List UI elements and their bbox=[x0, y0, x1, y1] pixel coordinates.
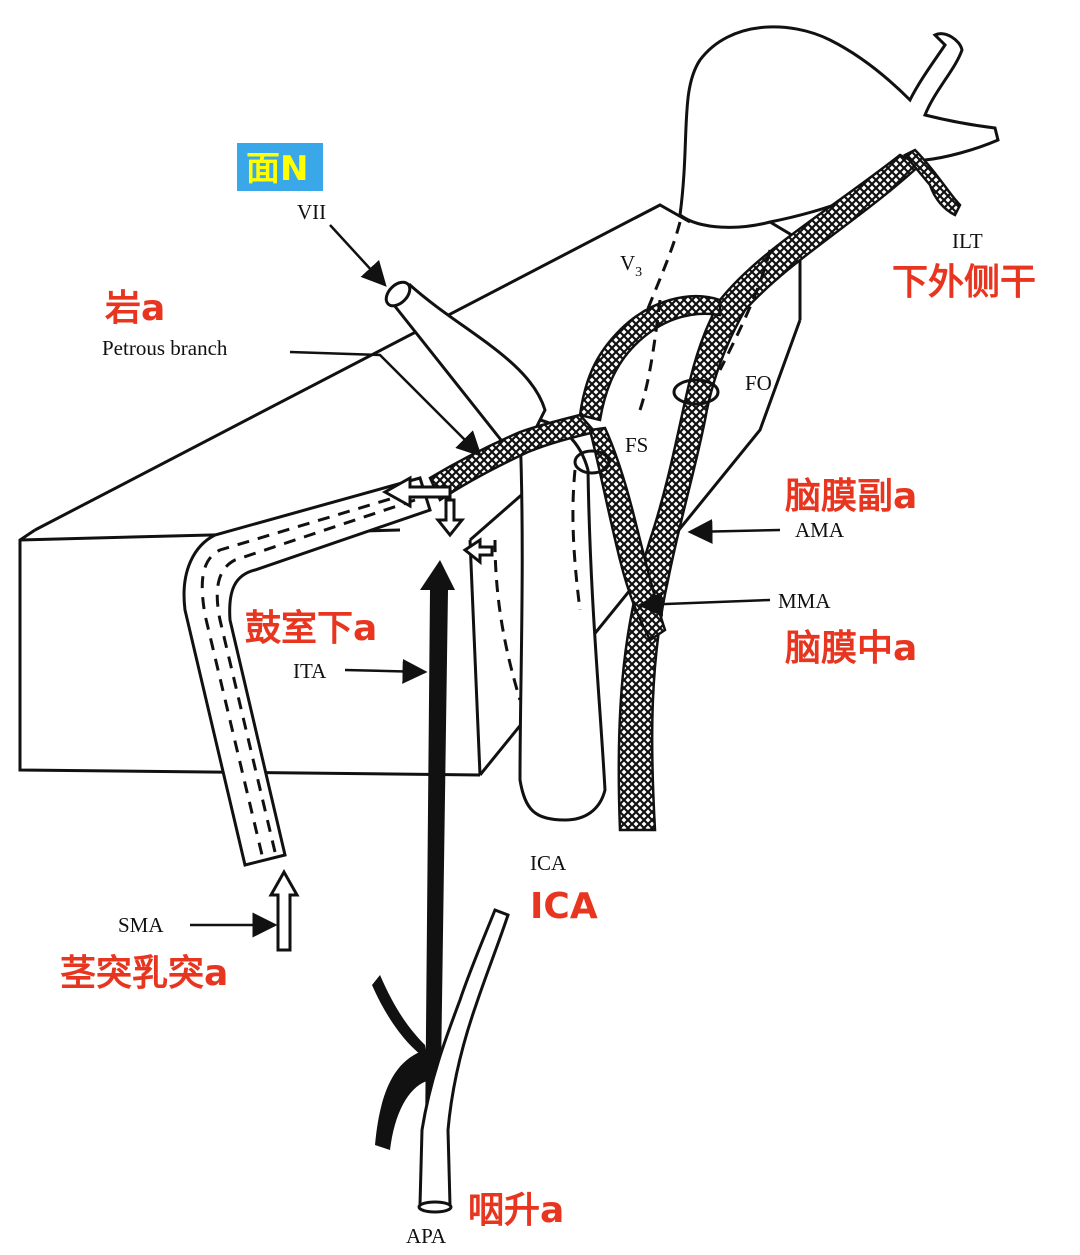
v3-label-sub: 3 bbox=[635, 265, 642, 280]
tympanic-arrows bbox=[381, 475, 494, 566]
mma-label: MMA bbox=[778, 589, 831, 613]
petrous-cn-label: 岩a bbox=[105, 288, 165, 329]
ita-label: ITA bbox=[293, 659, 327, 683]
fo-label: FO bbox=[745, 371, 772, 395]
ita-cn-label: 鼓室下a bbox=[245, 608, 377, 649]
ilt-cn-label: 下外侧干 bbox=[892, 262, 1036, 303]
apa-vessel bbox=[418, 908, 510, 1207]
fs-label: FS bbox=[625, 433, 648, 457]
foramen-ovale-ring bbox=[672, 378, 720, 406]
ica-label: ICA bbox=[530, 851, 567, 875]
facial-nerve-badge bbox=[237, 143, 323, 191]
apa-end bbox=[417, 1200, 453, 1214]
facial-nerve bbox=[384, 280, 547, 452]
pointer-lines bbox=[190, 224, 781, 938]
ilt-label: ILT bbox=[952, 229, 983, 253]
sma-arrow bbox=[268, 868, 300, 952]
sma-cn-label: 茎突乳突a bbox=[60, 953, 228, 994]
petrous-branch-label: Petrous branch bbox=[102, 336, 228, 360]
facial-nerve-cn-label: 面N bbox=[246, 149, 308, 189]
mma-cn-label: 脑膜中a bbox=[785, 628, 917, 669]
sma-vessel bbox=[182, 476, 432, 867]
ama-label: AMA bbox=[795, 518, 845, 542]
mma-network bbox=[428, 148, 962, 832]
foramen-spinosum-ring bbox=[573, 449, 611, 475]
v3-label-main: V bbox=[620, 251, 635, 275]
ica-cn-label: ICA bbox=[530, 886, 598, 927]
vii-label: VII bbox=[297, 200, 326, 224]
accessory-dashed bbox=[638, 249, 772, 411]
apa-cn-label: 咽升a bbox=[468, 1190, 564, 1231]
ica-inner-dashed bbox=[493, 469, 582, 701]
sma-label: SMA bbox=[118, 913, 164, 937]
ama-cn-label: 脑膜副a bbox=[785, 476, 917, 517]
v3-label: V3 bbox=[620, 251, 642, 280]
ica-vessel bbox=[518, 418, 607, 822]
ita-vessel bbox=[372, 560, 455, 1150]
apa-label: APA bbox=[406, 1224, 447, 1248]
